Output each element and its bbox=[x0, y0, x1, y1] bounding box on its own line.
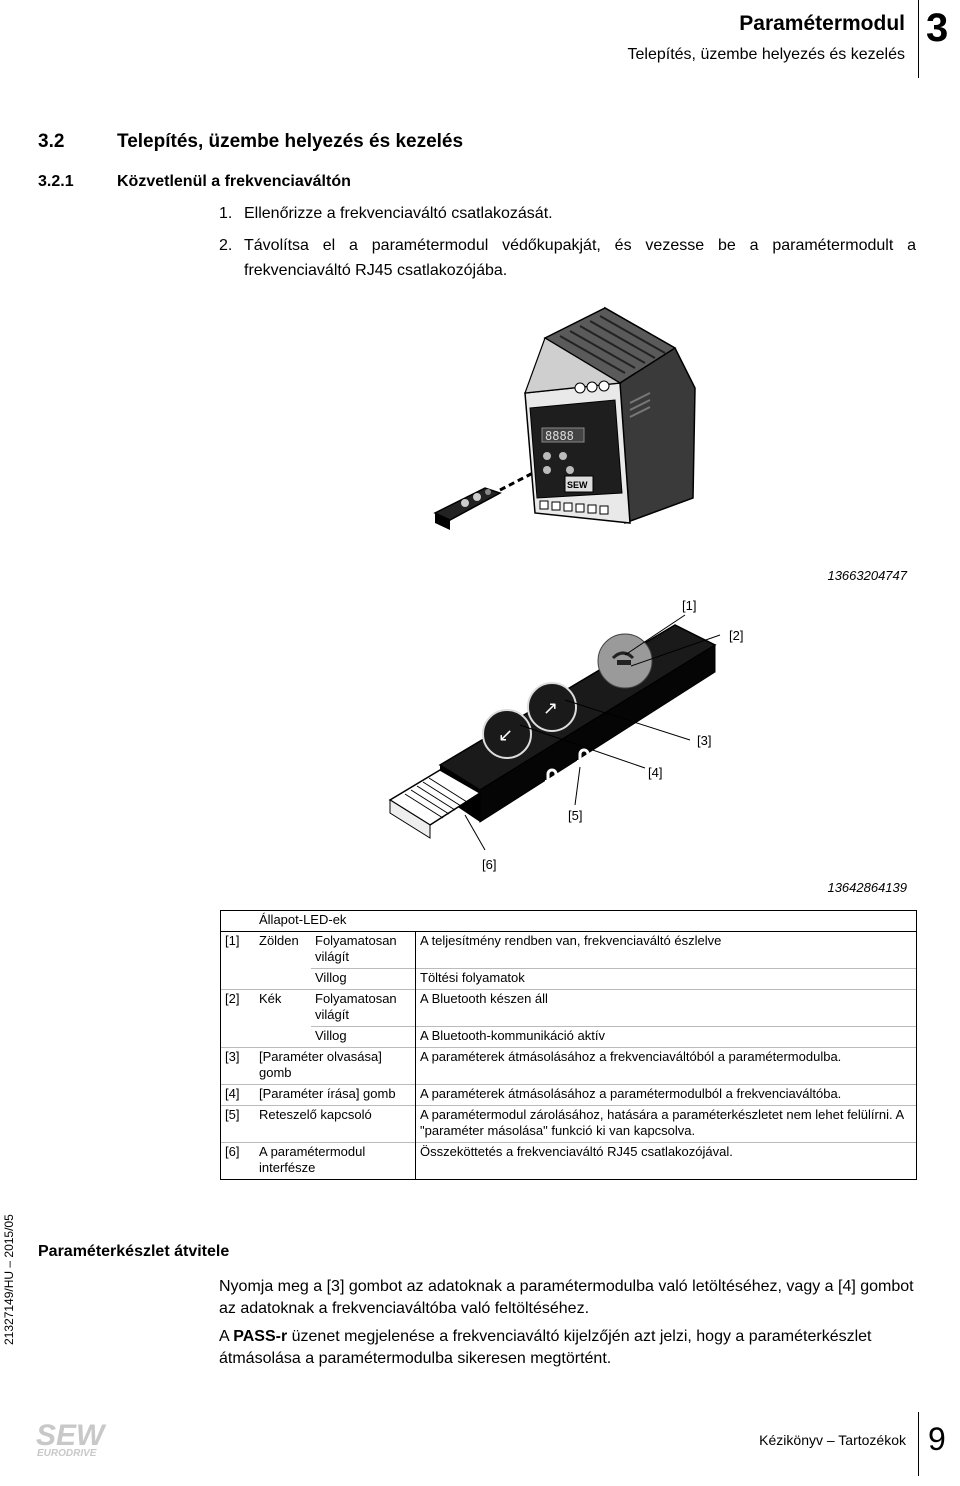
table-row: [2] Kék Folyamatosan világít A Bluetooth… bbox=[220, 989, 917, 1027]
logo-main-text: SEW bbox=[36, 1419, 107, 1452]
parameter-module-illustration: ↗ ↙ bbox=[388, 614, 721, 851]
row-ref: [3] bbox=[220, 1047, 255, 1085]
row-ref: [5] bbox=[220, 1105, 255, 1143]
transfer-paragraph-1: Nyomja meg a [3] gombot az adatoknak a p… bbox=[219, 1278, 914, 1317]
svg-text:↗: ↗ bbox=[543, 698, 558, 719]
callout-5: [5] bbox=[568, 808, 583, 823]
footer-divider bbox=[918, 1412, 919, 1476]
row-ref: [4] bbox=[220, 1084, 255, 1106]
legend-table: Állapot-LED-ek [1] Zölden Folyamatosan v… bbox=[220, 910, 917, 1180]
row-state: Folyamatosan világít bbox=[311, 989, 416, 1027]
step-number: 1. bbox=[219, 205, 233, 222]
figure-id: 13642864139 bbox=[827, 880, 907, 895]
table-row: Villog Töltési folyamatok bbox=[220, 968, 917, 990]
row-state: Villog bbox=[311, 1026, 416, 1048]
row-desc: A paraméterek átmásolásához a paraméterm… bbox=[415, 1084, 917, 1106]
table-row: [3] [Paraméter olvasása] gomb A paraméte… bbox=[220, 1047, 917, 1085]
row-desc: A Bluetooth készen áll bbox=[415, 989, 917, 1027]
row-desc: A teljesítmény rendben van, frekvenciavá… bbox=[415, 931, 917, 969]
footer-text: Kézikönyv – Tartozékok bbox=[759, 1432, 906, 1448]
pass-r-code: PASS-r bbox=[233, 1328, 288, 1345]
header-title: Paramétermodul bbox=[739, 12, 905, 35]
callout-2: [2] bbox=[729, 628, 744, 643]
section-title: Telepítés, üzembe helyezés és kezelés bbox=[117, 131, 464, 152]
row-name: [Paraméter olvasása] gomb bbox=[255, 1047, 416, 1085]
step-text-line1: Távolítsa el a paramétermodul védőkupakj… bbox=[244, 237, 916, 254]
row-state: Villog bbox=[311, 968, 416, 990]
row-name: Reteszelő kapcsoló bbox=[255, 1105, 416, 1143]
step-text: Ellenőrizze a frekvenciaváltó csatlakozá… bbox=[244, 205, 553, 222]
step-text-line2: frekvenciaváltó RJ45 csatlakozójába. bbox=[244, 262, 508, 279]
document-code: 21327149/HU – 2015/05 bbox=[2, 1214, 16, 1345]
transfer-paragraph-2: A PASS-r üzenet megjelenése a frekvencia… bbox=[219, 1328, 872, 1367]
row-desc: Töltési folyamatok bbox=[415, 968, 917, 990]
svg-text:SEW: SEW bbox=[567, 480, 588, 490]
subsection-number: 3.2.1 bbox=[38, 173, 74, 190]
row-color: Zölden bbox=[259, 933, 299, 948]
callout-1: [1] bbox=[682, 598, 697, 613]
svg-text:↙: ↙ bbox=[498, 725, 513, 746]
side-heading: Paraméterkészlet átvitele bbox=[38, 1243, 230, 1260]
row-ref: [2] bbox=[220, 989, 255, 1027]
section-number: 3.2 bbox=[38, 131, 65, 152]
callout-4: [4] bbox=[648, 765, 663, 780]
svg-text:8888: 8888 bbox=[545, 429, 574, 443]
table-row: [5] Reteszelő kapcsoló A paramétermodul … bbox=[220, 1105, 917, 1143]
chapter-number: 3 bbox=[926, 6, 949, 50]
inverter-illustration: 8888 SEW bbox=[433, 306, 696, 530]
table-row: [4] [Paraméter írása] gomb A paraméterek… bbox=[220, 1084, 917, 1106]
row-ref bbox=[220, 1026, 255, 1048]
subsection-title: Közvetlenül a frekvenciaváltón bbox=[117, 173, 351, 190]
row-name: A paramétermodul interfésze bbox=[255, 1142, 416, 1180]
table-header: Állapot-LED-ek bbox=[255, 910, 917, 932]
table-row: Villog A Bluetooth-kommunikáció aktív bbox=[220, 1026, 917, 1048]
row-name: [Paraméter írása] gomb bbox=[255, 1084, 416, 1106]
row-desc: Összeköttetés a frekvenciaváltó RJ45 csa… bbox=[415, 1142, 917, 1180]
row-ref: [6] bbox=[220, 1142, 255, 1180]
row-ref bbox=[220, 968, 255, 990]
page-number: 9 bbox=[928, 1421, 946, 1457]
logo-sub-text: EURODRIVE bbox=[37, 1448, 97, 1458]
row-desc: A Bluetooth-kommunikáció aktív bbox=[415, 1026, 917, 1048]
row-state: Folyamatosan világít bbox=[311, 931, 416, 969]
row-desc: A paramétermodul zárolásához, hatására a… bbox=[415, 1105, 917, 1143]
header-divider bbox=[918, 0, 919, 78]
row-ref: [1] bbox=[220, 931, 255, 969]
figure-id: 13663204747 bbox=[827, 568, 907, 583]
table-row: [6] A paramétermodul interfésze Összeköt… bbox=[220, 1142, 917, 1180]
table-row: [1] Zölden Folyamatosan világít A teljes… bbox=[220, 931, 917, 969]
header-subtitle: Telepítés, üzembe helyezés és kezelés bbox=[627, 46, 905, 63]
row-color: Kék bbox=[259, 991, 282, 1006]
callout-3: [3] bbox=[697, 733, 712, 748]
row-desc: A paraméterek átmásolásához a frekvencia… bbox=[415, 1047, 917, 1085]
row-color bbox=[255, 969, 311, 990]
table-row: Állapot-LED-ek bbox=[220, 910, 917, 932]
sew-logo: SEW EURODRIVE bbox=[36, 1419, 107, 1458]
step-number: 2. bbox=[219, 237, 233, 254]
row-color bbox=[255, 1027, 311, 1048]
callout-6: [6] bbox=[482, 857, 497, 872]
